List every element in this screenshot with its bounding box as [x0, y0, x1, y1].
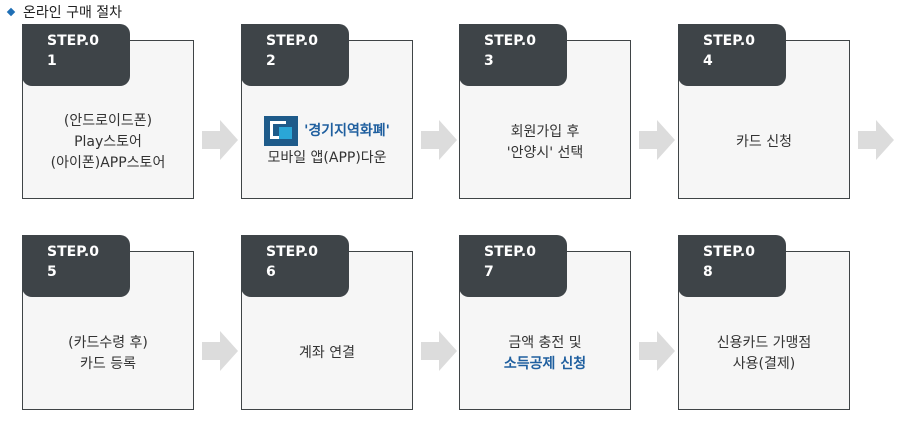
step-text-line: (아이폰)APP스토어: [50, 155, 166, 171]
step-card-2: STEP.0 2 '경기지역화폐' 모바일 앱(APP)다운: [241, 24, 413, 199]
arrow-right-icon: [421, 120, 457, 160]
step-content: 신용카드 가맹점 사용(결제): [678, 297, 850, 410]
step-number: 4: [703, 53, 713, 69]
arrow-right-icon: [421, 331, 457, 371]
step-label: STEP.0: [47, 33, 99, 49]
step-number: 3: [484, 53, 494, 69]
step-label: STEP.0: [266, 244, 318, 260]
step-tab: STEP.0 1: [22, 24, 130, 86]
step-highlight-text: 소득공제 신청: [503, 355, 587, 372]
heading-text: 온라인 구매 절차: [23, 5, 123, 21]
step-text-line: (안드로이드폰): [63, 113, 153, 129]
step-content: 회원가입 후 '안양시' 선택: [459, 86, 631, 199]
step-card-1: STEP.0 1 (안드로이드폰) Play스토어 (아이폰)APP스토어: [22, 24, 194, 199]
step-tab: STEP.0 6: [241, 235, 349, 297]
step-content: (카드수령 후) 카드 등록: [22, 297, 194, 410]
step-tab: STEP.0 7: [459, 235, 567, 297]
arrow-right-icon: [202, 120, 238, 160]
step-text-line: 계좌 연결: [299, 345, 355, 361]
step-content: 금액 충전 및 소득공제 신청: [459, 297, 631, 410]
step-label: STEP.0: [703, 33, 755, 49]
step-number: 2: [266, 53, 276, 69]
step-label: STEP.0: [47, 244, 99, 260]
app-name: '경기지역화폐': [304, 122, 390, 139]
step-tab: STEP.0 5: [22, 235, 130, 297]
step-text-line: 모바일 앱(APP)다운: [267, 150, 387, 166]
step-number: 5: [47, 264, 57, 280]
step-tab: STEP.0 3: [459, 24, 567, 86]
step-text-line: (카드수령 후): [68, 334, 148, 351]
step-number: 6: [266, 264, 276, 280]
arrow-right-icon: [639, 120, 675, 160]
step-label: STEP.0: [484, 33, 536, 49]
step-tab: STEP.0 2: [241, 24, 349, 86]
arrow-right-icon: [858, 120, 894, 160]
step-text-line: '안양시' 선택: [506, 144, 584, 161]
step-card-4: STEP.0 4 카드 신청: [678, 24, 850, 199]
step-text-line: 회원가입 후: [510, 123, 580, 140]
step-label: STEP.0: [703, 244, 755, 260]
app-logo-line: '경기지역화폐': [264, 116, 390, 146]
step-card-5: STEP.0 5 (카드수령 후) 카드 등록: [22, 235, 194, 410]
step-text-line: 카드 등록: [80, 355, 136, 372]
arrow-right-icon: [202, 331, 238, 371]
step-card-6: STEP.0 6 계좌 연결: [241, 235, 413, 410]
step-text-line: 신용카드 가맹점: [716, 334, 812, 351]
step-text-line: 금액 충전 및: [508, 334, 582, 351]
step-content: '경기지역화폐' 모바일 앱(APP)다운: [241, 86, 413, 199]
step-number: 8: [703, 264, 713, 280]
step-label: STEP.0: [266, 33, 318, 49]
step-text-line: 사용(결제): [732, 355, 796, 372]
step-tab: STEP.0 4: [678, 24, 786, 86]
step-tab: STEP.0 8: [678, 235, 786, 297]
step-card-8: STEP.0 8 신용카드 가맹점 사용(결제): [678, 235, 850, 410]
step-number: 7: [484, 264, 494, 280]
step-text-line: 카드 신청: [736, 134, 792, 150]
arrow-right-icon: [639, 331, 675, 371]
step-card-7: STEP.0 7 금액 충전 및 소득공제 신청: [459, 235, 631, 410]
section-heading: 온라인 구매 절차: [6, 2, 123, 22]
step-number: 1: [47, 53, 57, 69]
step-text-line: Play스토어: [74, 134, 142, 150]
diamond-bullet-icon: [6, 7, 16, 17]
step-content: 카드 신청: [678, 86, 850, 199]
gyeonggi-app-logo-icon: [264, 116, 299, 146]
step-content: (안드로이드폰) Play스토어 (아이폰)APP스토어: [22, 86, 194, 199]
step-content: 계좌 연결: [241, 297, 413, 410]
step-label: STEP.0: [484, 244, 536, 260]
step-card-3: STEP.0 3 회원가입 후 '안양시' 선택: [459, 24, 631, 199]
